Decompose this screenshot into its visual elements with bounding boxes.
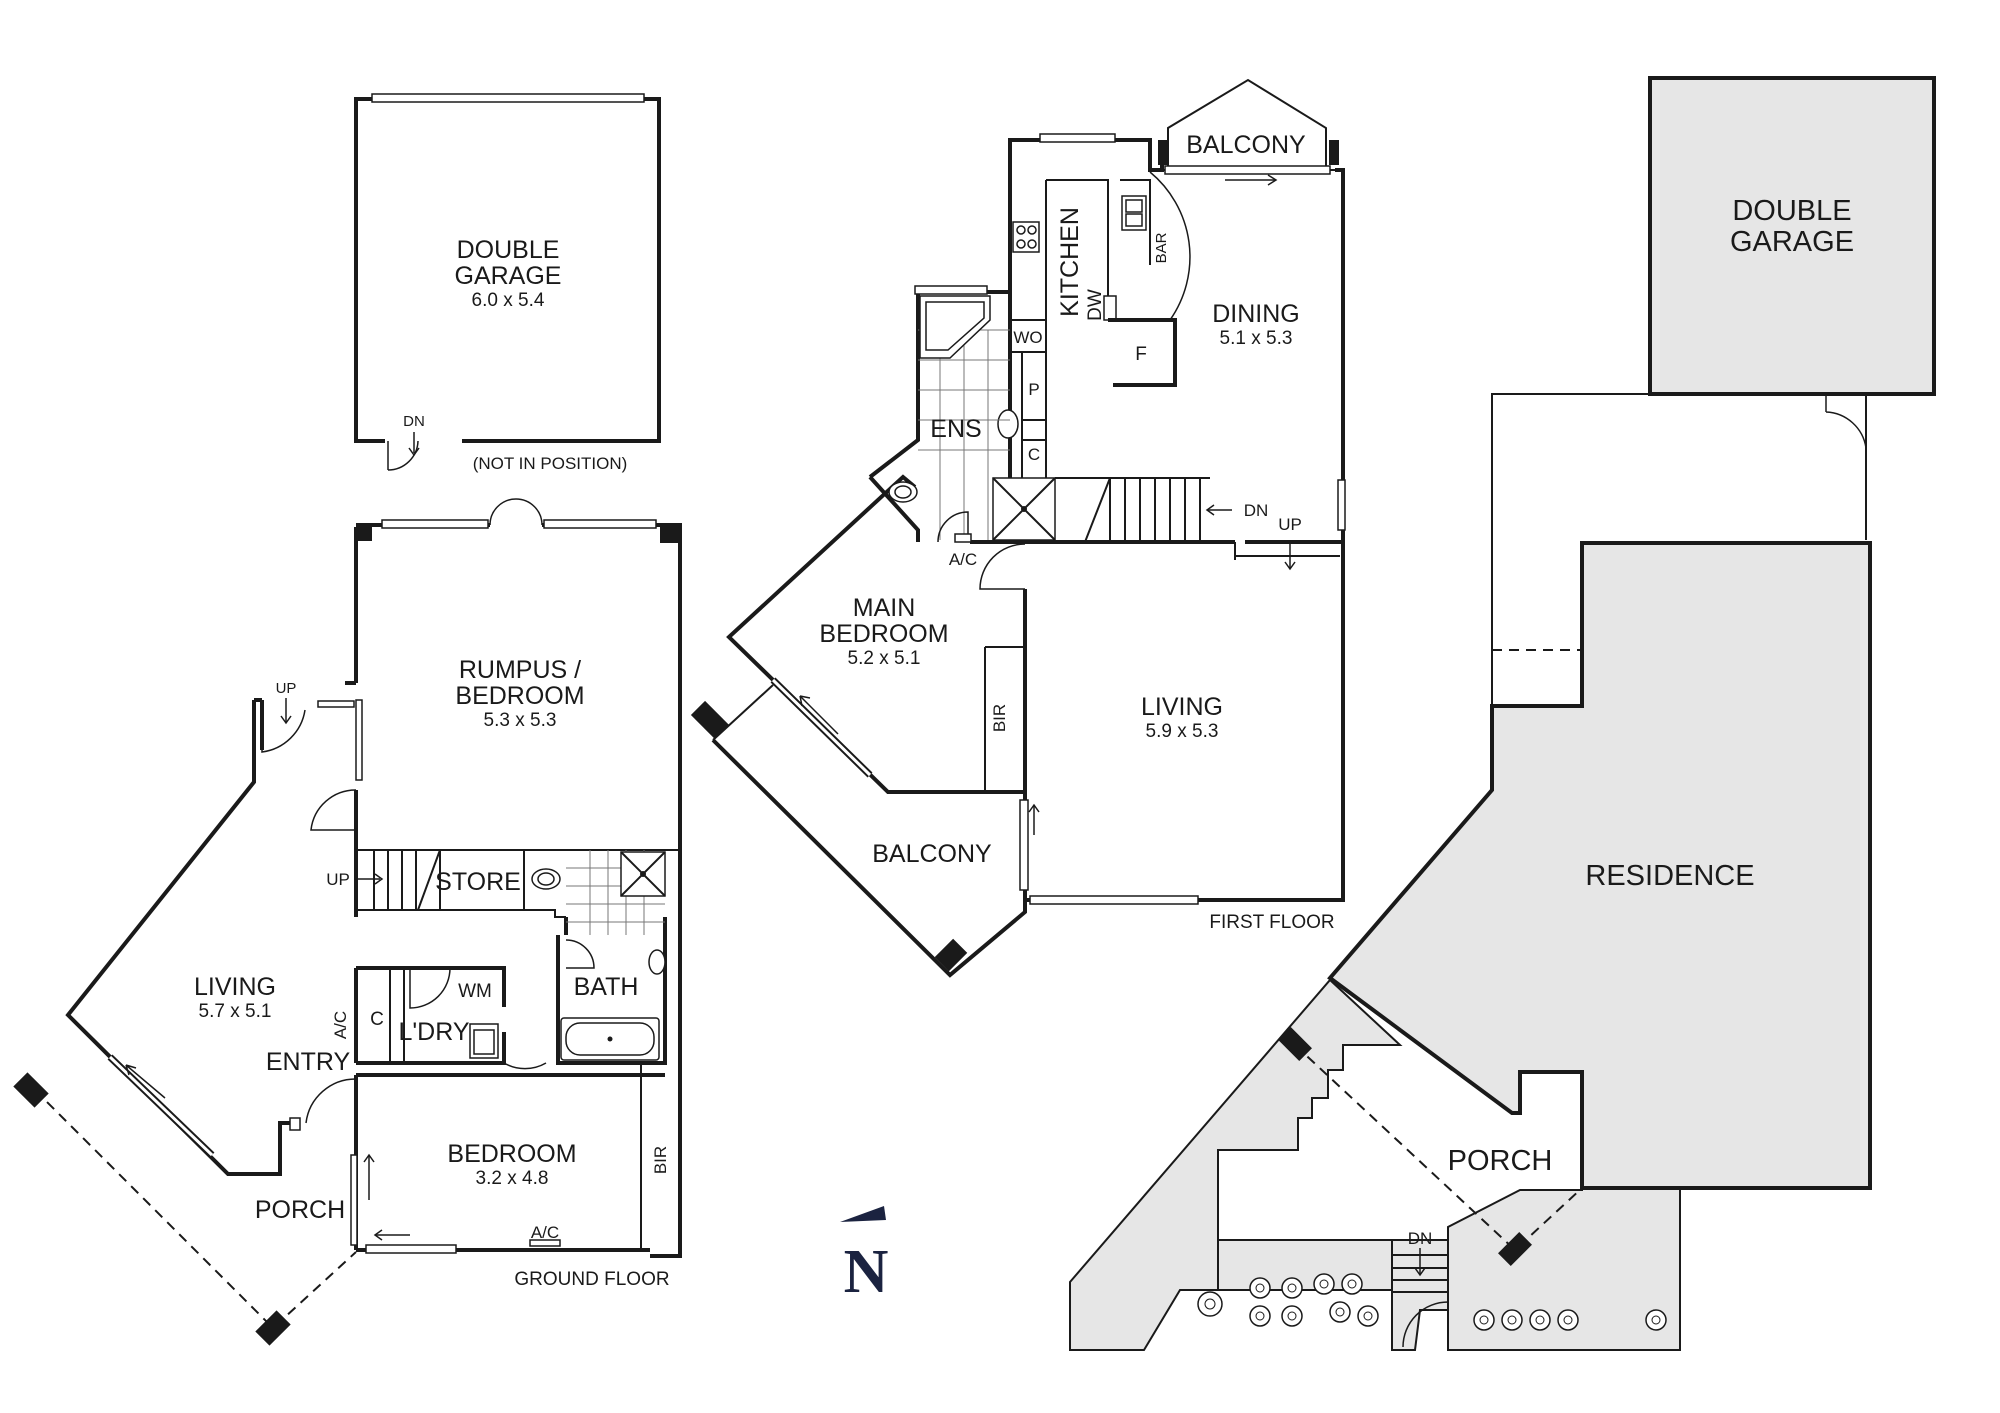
- rumpus-label-2: BEDROOM: [455, 682, 584, 710]
- site-plan: DOUBLE GARAGE RESIDENCE PORCH DN: [1069, 76, 1936, 1351]
- residence-label: RESIDENCE: [1585, 860, 1754, 892]
- ground-bir: BIR: [651, 1146, 670, 1174]
- first-living-label: LIVING: [1141, 693, 1223, 721]
- laundry-label: L'DRY: [398, 1018, 469, 1046]
- ground-porch-label: PORCH: [255, 1196, 345, 1224]
- ground-cupboard: C: [370, 1009, 384, 1030]
- dining-dims: 5.1 x 5.3: [1220, 328, 1293, 349]
- main-bedroom-label-1: MAIN: [853, 594, 916, 622]
- north-arrow-icon: [840, 1206, 886, 1222]
- ground-garage-dims: 6.0 x 5.4: [472, 290, 545, 311]
- kitchen-label: KITCHEN: [1056, 207, 1084, 317]
- ground-ac-side: A/C: [331, 1011, 350, 1039]
- garage-position-note: (NOT IN POSITION): [473, 454, 628, 473]
- first-kitchen: [997, 171, 1191, 478]
- ground-bedroom-dims: 3.2 x 4.8: [476, 1168, 549, 1189]
- ground-garage: [354, 93, 661, 471]
- site-garage-label-1: DOUBLE: [1732, 195, 1851, 227]
- first-ensuite: [868, 295, 1346, 571]
- entry-label: ENTRY: [266, 1048, 351, 1076]
- ground-bath: [556, 850, 667, 1065]
- wall-oven-label: WO: [1013, 328, 1042, 347]
- site-dn-label: DN: [1408, 1229, 1433, 1248]
- first-floor-plan: BALCONY KITCHEN DW BAR WO P C F DINING 5…: [690, 78, 1346, 978]
- ground-floor-plan: DOUBLE GARAGE 6.0 x 5.4 DN (NOT IN POSIT…: [13, 93, 682, 1346]
- garden-trees: [1197, 1273, 1667, 1331]
- ensuite-label: ENS: [930, 415, 981, 443]
- site-porch-label: PORCH: [1448, 1145, 1553, 1177]
- first-bedrooms: [690, 543, 1199, 978]
- ground-stair-up: UP: [326, 870, 350, 889]
- first-ac: A/C: [949, 550, 977, 569]
- rumpus-up: UP: [276, 680, 297, 697]
- main-bedroom-label-2: BEDROOM: [819, 620, 948, 648]
- site-garage-label-2: GARAGE: [1730, 226, 1854, 258]
- north-arrow: N: [840, 1206, 888, 1306]
- washing-machine-label: WM: [458, 981, 492, 1002]
- first-stair-up: UP: [1278, 515, 1302, 534]
- ground-rumpus: [310, 498, 682, 1258]
- bar-label: BAR: [1153, 232, 1170, 263]
- first-floor-label: FIRST FLOOR: [1209, 912, 1334, 933]
- ground-garage-dn: DN: [403, 413, 425, 430]
- store-label: STORE: [435, 868, 521, 896]
- first-living-dims: 5.9 x 5.3: [1146, 721, 1219, 742]
- dining-label: DINING: [1212, 300, 1300, 328]
- ground-ac-bottom: A/C: [531, 1223, 559, 1242]
- first-cupboard: C: [1028, 445, 1040, 464]
- ground-garage-label-1: DOUBLE: [457, 236, 560, 264]
- first-balcony-top: BALCONY: [1186, 131, 1306, 159]
- ground-living-label: LIVING: [194, 973, 276, 1001]
- ground-living-dims: 5.7 x 5.1: [199, 1001, 272, 1022]
- first-stair-dn: DN: [1244, 501, 1269, 520]
- first-balcony-side: BALCONY: [872, 840, 992, 868]
- ground-floor-label: GROUND FLOOR: [514, 1269, 669, 1290]
- north-label: N: [844, 1238, 889, 1306]
- pantry-label: P: [1028, 380, 1039, 399]
- ground-stairs: [355, 849, 680, 918]
- ground-porch: [13, 1072, 357, 1346]
- dishwasher-label: DW: [1085, 289, 1106, 321]
- ground-garage-label-2: GARAGE: [455, 262, 562, 290]
- rumpus-label-1: RUMPUS /: [459, 656, 581, 684]
- fridge-label: F: [1135, 344, 1147, 365]
- ground-bedroom: [350, 1063, 665, 1254]
- rumpus-dims: 5.3 x 5.3: [484, 710, 557, 731]
- first-bir: BIR: [990, 704, 1009, 732]
- bath-label: BATH: [574, 973, 639, 1001]
- ground-laundry: [354, 966, 547, 1070]
- main-bedroom-dims: 5.2 x 5.1: [848, 648, 921, 669]
- ground-bedroom-label: BEDROOM: [447, 1140, 576, 1168]
